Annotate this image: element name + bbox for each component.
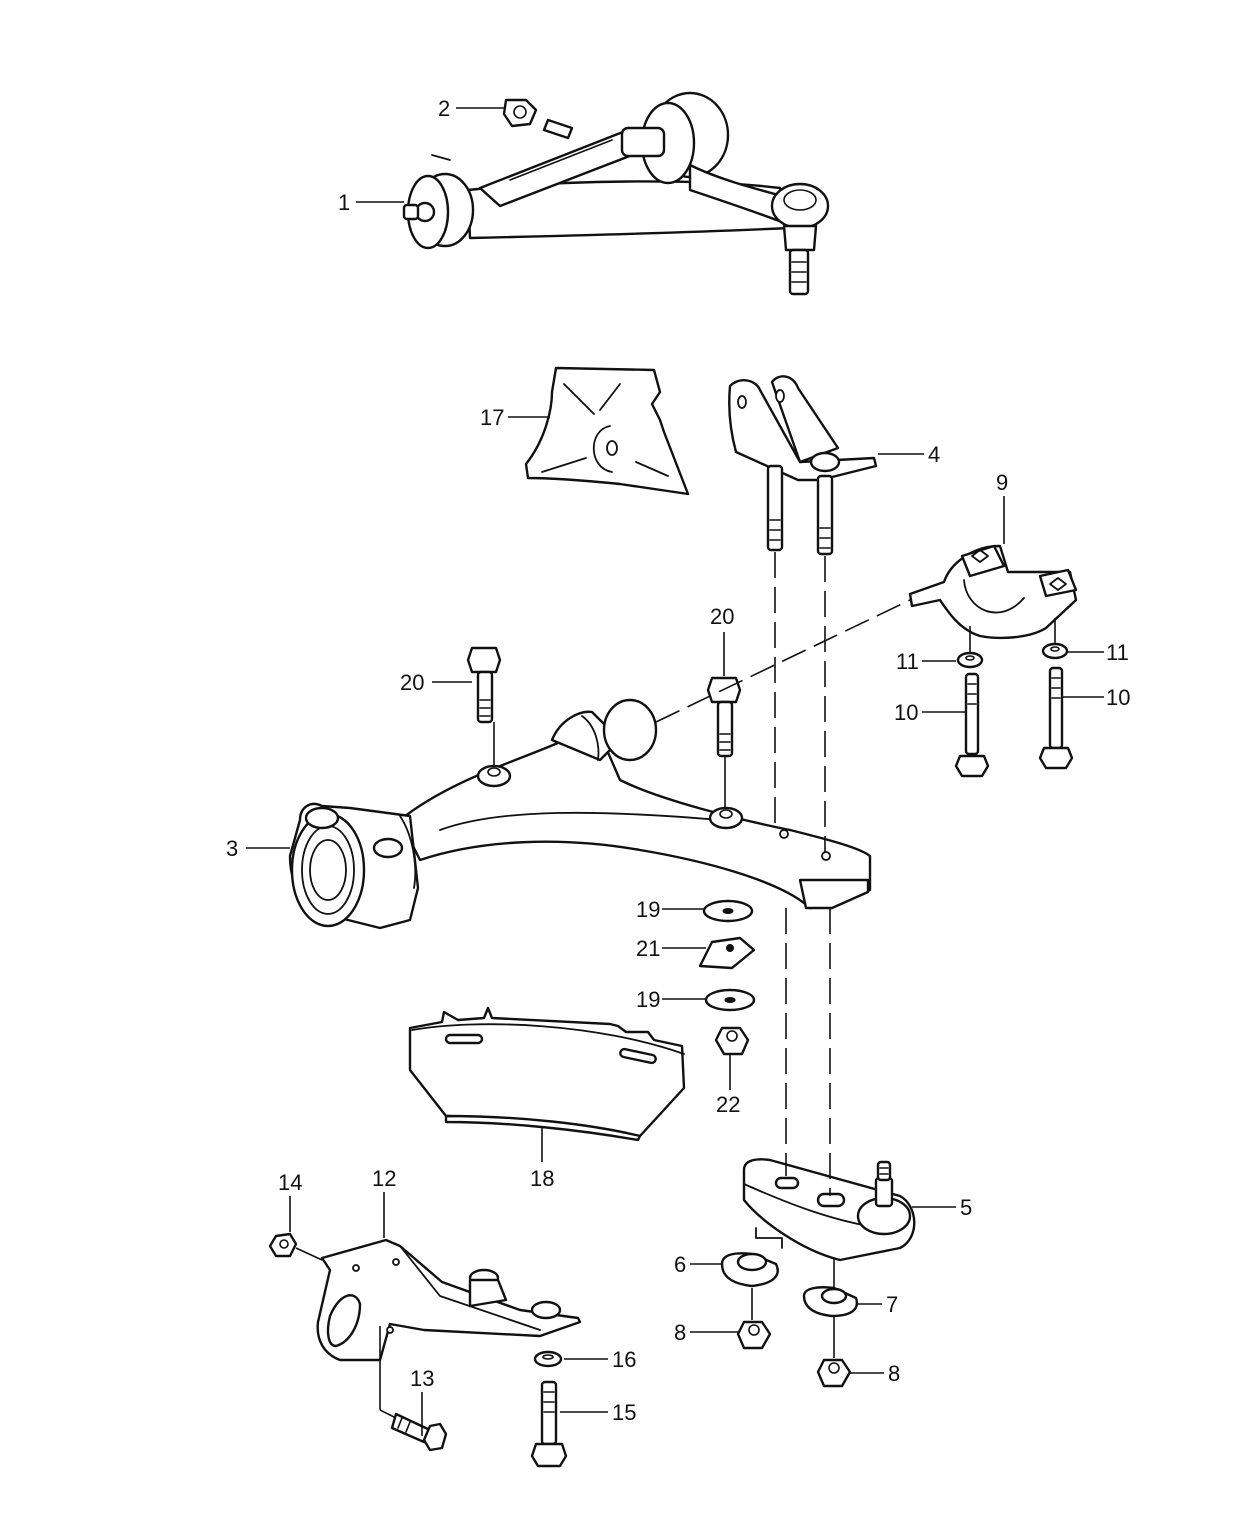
part-bearing-bracket[interactable] [908,544,1078,640]
callout-9[interactable]: 9 [996,470,1008,495]
part-self-locking-nut-8-right[interactable] [816,1358,852,1388]
part-ball-joint-plate[interactable] [742,1158,916,1262]
callout-16[interactable]: 16 [612,1347,636,1372]
part-mounting-bracket[interactable] [728,375,878,556]
part-clip-nut-21[interactable] [698,936,756,970]
part-cover-plate[interactable] [524,366,690,496]
callout-3[interactable]: 3 [226,836,238,861]
part-washer-19-lower[interactable] [704,988,756,1012]
part-support-bracket[interactable] [316,1238,582,1362]
part-eccentric-washer-6[interactable] [720,1252,779,1288]
part-washer-11-left[interactable] [956,651,984,669]
callout-8-left[interactable]: 8 [674,1320,686,1345]
callout-17[interactable]: 17 [480,405,504,430]
part-hex-bolt-10-left[interactable] [954,672,990,778]
callout-11-left[interactable]: 11 [896,649,919,674]
callout-1[interactable]: 1 [338,190,350,215]
part-self-locking-nut-8-left[interactable] [736,1320,772,1350]
callout-18[interactable]: 18 [530,1166,554,1191]
part-washer-19-upper[interactable] [702,899,754,923]
callout-12[interactable]: 12 [372,1166,396,1191]
callout-14[interactable]: 14 [278,1170,302,1195]
callout-15[interactable]: 15 [612,1400,636,1425]
callout-22[interactable]: 22 [716,1092,740,1117]
callout-21[interactable]: 21 [636,936,660,961]
callout-5[interactable]: 5 [960,1195,972,1220]
callout-10-right[interactable]: 10 [1106,685,1130,710]
callout-2[interactable]: 2 [438,96,450,121]
part-nut-22[interactable] [714,1026,750,1056]
part-washer-11-right[interactable] [1041,642,1069,660]
part-guard-plate[interactable] [408,1006,686,1142]
part-hex-bolt-15[interactable] [530,1380,568,1468]
part-hex-bolt-20-left[interactable] [466,646,502,724]
callout-20-left[interactable]: 20 [400,670,424,695]
callout-19-upper[interactable]: 19 [636,897,660,922]
callout-10-left[interactable]: 10 [894,700,918,725]
callout-19-lower[interactable]: 19 [636,987,660,1012]
part-washer-16[interactable] [533,1350,563,1368]
callout-20-right[interactable]: 20 [710,604,734,629]
part-eccentric-washer-7[interactable] [802,1286,859,1318]
callout-6[interactable]: 6 [674,1252,686,1277]
part-hex-bolt-10-right[interactable] [1038,666,1074,770]
callout-11-right[interactable]: 11 [1106,640,1129,665]
assembly-lines [295,552,1056,1419]
part-nut-14[interactable] [268,1232,298,1258]
part-hex-bolt-13[interactable] [390,1412,448,1452]
callout-13[interactable]: 13 [410,1366,434,1391]
callout-7[interactable]: 7 [886,1292,898,1317]
callout-4[interactable]: 4 [928,442,940,467]
part-self-locking-nut-2[interactable] [502,98,538,128]
part-lower-control-arm[interactable] [288,698,872,930]
callout-8-right[interactable]: 8 [888,1361,900,1386]
part-upper-control-arm[interactable] [402,91,830,296]
callouts: 1 2 17 4 9 11 11 10 10 20 20 3 1 [226,96,1130,1436]
